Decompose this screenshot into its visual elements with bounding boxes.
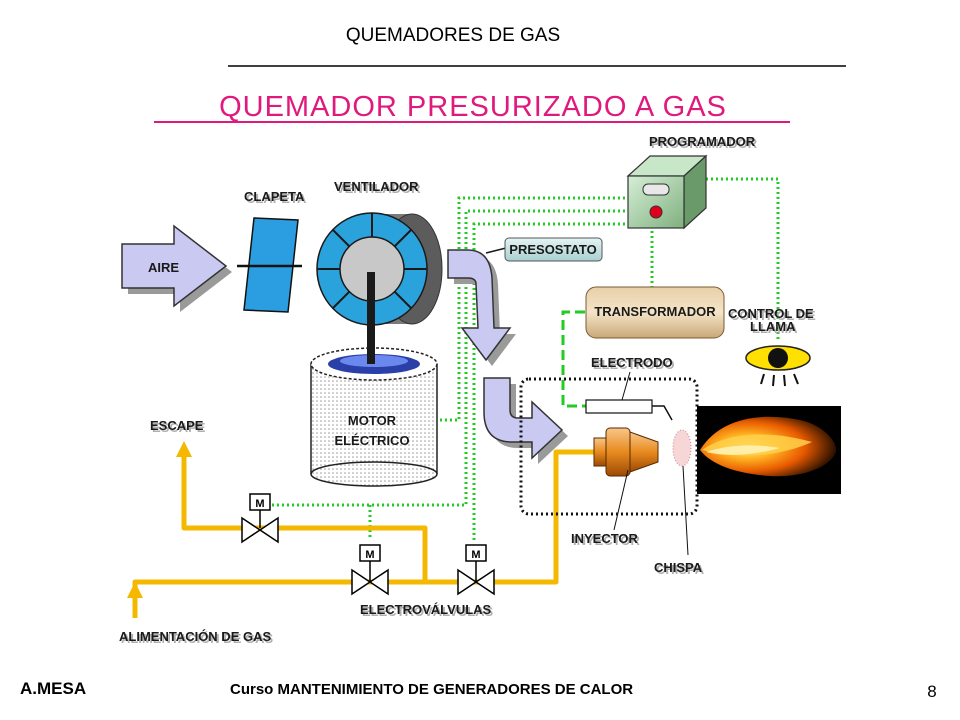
svg-text:VENTILADOR: VENTILADOR [336,181,421,196]
svg-text:CHISPA: CHISPA [654,560,703,575]
footer-page-number: 8 [927,682,936,701]
footer-author: A.MESA [20,679,86,698]
escape-arrowhead [176,441,192,457]
escape-label: ESCAPE [152,420,206,435]
svg-text:CLAPETA: CLAPETA [244,189,305,204]
aire-label: AIRE [148,260,179,275]
electrovalvulas-label-text: ELECTROVÁLVULAS [360,602,492,617]
svg-text:CONTROL DE: CONTROL DE [730,308,816,323]
svg-text:CHISPA: CHISPA [656,562,705,577]
svg-text:INYECTOR: INYECTOR [573,533,641,548]
ventilador: VENTILADOR VENTILADOR [316,179,443,326]
svg-text:LLAMA: LLAMA [752,321,798,336]
alimentacion-label-text: ALIMENTACIÓN DE GAS [119,629,271,644]
svg-text:TRANSFORMADOR: TRANSFORMADOR [594,304,716,319]
svg-text:VENTILADOR: VENTILADOR [334,179,419,194]
svg-text:CONTROL DE: CONTROL DE [728,306,814,321]
transformador: TRANSFORMADOR [585,286,725,339]
svg-text:LLAMA: LLAMA [750,319,796,334]
clapeta: CLAPETA CLAPETA [237,189,307,313]
svg-text:PROGRAMADOR: PROGRAMADOR [651,136,758,151]
svg-text:ELECTRODO: ELECTRODO [593,357,675,372]
chispa: CHISPA CHISPA [654,429,705,577]
svg-text:PROGRAMADOR: PROGRAMADOR [649,134,756,149]
electrovalvulas-label: ELECTROVÁLVULAS [362,604,494,619]
svg-text:INYECTOR: INYECTOR [571,531,639,546]
svg-text:CLAPETA: CLAPETA [246,191,307,206]
svg-text:ELECTRODO: ELECTRODO [591,355,673,370]
transformer-electrode-wire [561,310,586,408]
control-llama: CONTROL DE CONTROL DE LLAMA LLAMA [728,306,816,387]
presostato: PRESOSTATO [485,237,603,262]
gas-supply-arrowhead [127,582,143,598]
control-wires [260,177,780,540]
svg-text:MOTOR: MOTOR [348,413,397,428]
programador: PROGRAMADOR PROGRAMADOR [626,134,758,230]
svg-text:PRESOSTATO: PRESOSTATO [509,242,596,257]
svg-text:M: M [471,549,480,561]
svg-text:M: M [255,498,264,510]
page-title: QUEMADOR PRESURIZADO A GAS [219,91,727,123]
air-flow-arrows [447,249,568,464]
electrodo: ELECTRODO ELECTRODO [585,355,675,421]
subject-title: QUEMADORES DE GAS [346,25,560,46]
electrovalve-2: M [457,544,495,596]
electrovalve-escape: M [241,493,279,544]
escape-label-text: ESCAPE [150,418,204,433]
svg-text:ELÉCTRICO: ELÉCTRICO [334,433,409,448]
air-arrow: AIRE [121,224,232,312]
footer-course: Curso MANTENIMIENTO DE GENERADORES DE CA… [230,681,633,698]
svg-text:M: M [365,549,374,561]
inyector: INYECTOR INYECTOR [571,427,659,548]
flame-image [697,406,841,494]
electrovalve-1: M [351,544,389,596]
alimentacion-label: ALIMENTACIÓN DE GAS [121,631,273,646]
motor-electrico: MOTOR ELÉCTRICO [310,272,438,487]
